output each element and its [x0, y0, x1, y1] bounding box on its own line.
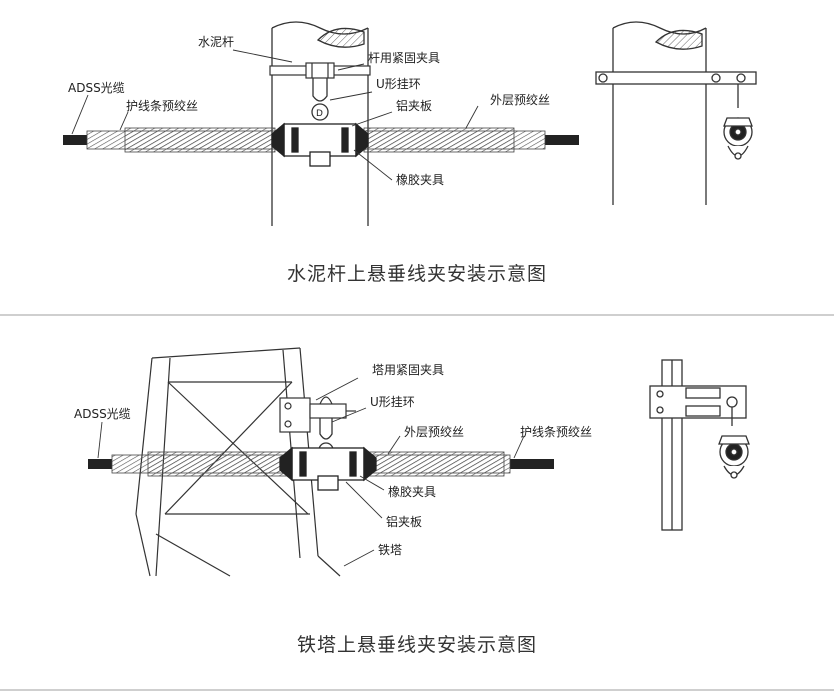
concrete-pole — [271, 21, 369, 226]
leader-lines-tower — [97, 377, 525, 567]
label-al-plate: 铝夹板 — [386, 514, 422, 529]
separator — [0, 314, 834, 316]
clamp-body-tower — [279, 446, 377, 491]
separator-bottom — [0, 689, 834, 691]
clamp-body — [271, 122, 369, 167]
label-armor-rod: 护线条预绞丝 — [520, 424, 592, 439]
tower-diagram: 塔用紧固夹具 U形挂环 ADSS光缆 外层预绞丝 护线条预绞丝 橡胶夹具 铝夹板… — [74, 347, 750, 577]
label-al-plate: 铝夹板 — [396, 98, 432, 113]
cable-assembly-tower — [88, 451, 554, 477]
label-pole: 水泥杆 — [198, 35, 234, 49]
label-outer-rod: 外层预绞丝 — [490, 92, 550, 107]
label-armor-rod: 护线条预绞丝 — [126, 98, 198, 113]
svg-text:D: D — [316, 109, 323, 119]
label-pole-clamp: 杆用紧固夹具 — [368, 51, 440, 65]
cable-assembly — [63, 127, 579, 153]
concrete-pole-diagram: D — [63, 21, 757, 226]
u-ring: D — [311, 78, 329, 121]
pole-side-view — [595, 21, 757, 205]
label-u-ring: U形挂环 — [370, 395, 415, 409]
label-u-ring: U形挂环 — [376, 77, 421, 91]
label-rubber: 橡胶夹具 — [396, 172, 444, 187]
pole-clamp — [269, 62, 371, 79]
tower-panel: 塔用紧固夹具 U形挂环 ADSS光缆 外层预绞丝 护线条预绞丝 橡胶夹具 铝夹板… — [0, 318, 834, 693]
leader-lines — [71, 49, 479, 181]
label-rubber: 橡胶夹具 — [388, 484, 436, 499]
label-adss: ADSS光缆 — [68, 81, 125, 95]
top-caption: 水泥杆上悬垂线夹安装示意图 — [286, 263, 547, 285]
tower-clamp — [279, 396, 356, 433]
bottom-caption: 铁塔上悬垂线夹安装示意图 — [296, 634, 537, 656]
tower-side-view — [649, 359, 750, 531]
label-adss: ADSS光缆 — [74, 407, 131, 421]
label-outer-rod: 外层预绞丝 — [404, 424, 464, 439]
label-tower-clamp: 塔用紧固夹具 — [372, 363, 444, 377]
concrete-pole-panel: D — [0, 0, 834, 312]
label-tower: 铁塔 — [378, 543, 402, 557]
